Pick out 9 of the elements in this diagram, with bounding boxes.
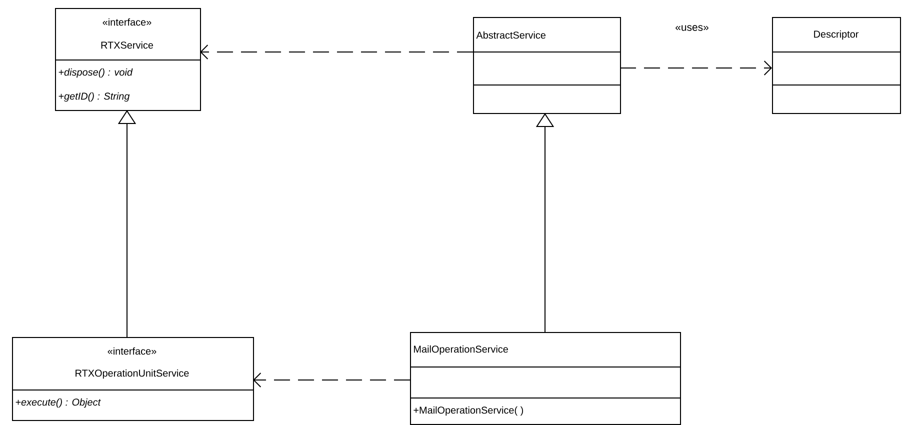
arrow [200, 44, 474, 60]
edge-label: «uses» [674, 24, 710, 32]
class-box: Descriptor [772, 17, 901, 114]
arrow [620, 60, 772, 76]
class-box: «interface» RTXService +dispose() : void +getID() : String [54, 8, 201, 111]
class-box: «interface» RTXOperationUnitService +execute() : Object [12, 337, 254, 421]
class-box: AbstractService [472, 17, 621, 114]
class-box: MailOperationService +MailOperationService( ) [410, 332, 681, 425]
arrow [253, 372, 410, 388]
